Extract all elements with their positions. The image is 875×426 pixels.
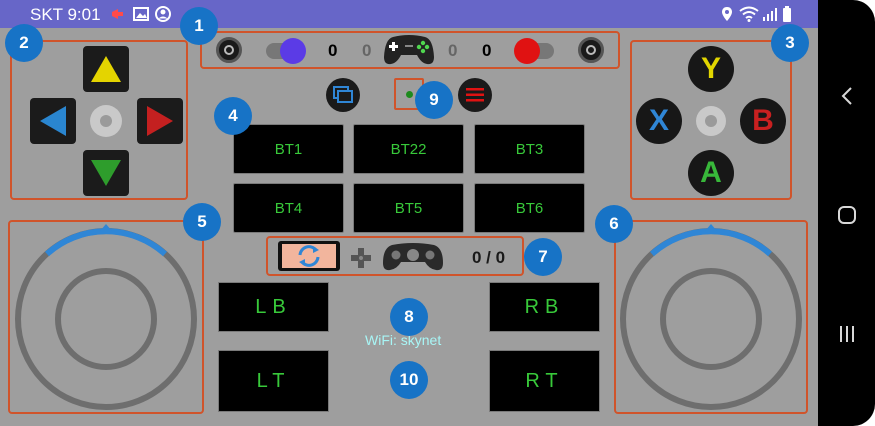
wifi-icon <box>739 6 759 27</box>
dpad-up-button[interactable] <box>83 46 129 92</box>
menu-icon <box>466 88 484 102</box>
recents-button[interactable] <box>818 314 875 354</box>
callout-2: 2 <box>5 24 43 62</box>
right-toggle-knob <box>514 38 540 64</box>
lt-button[interactable]: LT <box>218 350 329 412</box>
dpad-center <box>90 105 122 137</box>
callout-8: 8 <box>390 298 428 336</box>
callout-4: 4 <box>214 97 252 135</box>
recents-icon <box>839 326 854 342</box>
right-count-bold: 0 <box>482 41 492 60</box>
wifi-status-text: WiFi: skynet <box>365 332 442 348</box>
left-joystick[interactable] <box>10 222 202 412</box>
refresh-icon <box>298 245 320 267</box>
location-icon <box>720 6 734 27</box>
right-count-light: 0 <box>448 41 458 60</box>
rt-button[interactable]: RT <box>489 350 600 412</box>
back-button[interactable] <box>818 76 875 116</box>
right-joystick[interactable] <box>616 222 806 412</box>
rb-button[interactable]: RB <box>489 282 600 332</box>
dpad-down-button[interactable] <box>83 150 129 196</box>
gamepad-icon <box>383 31 435 74</box>
callout-7: 7 <box>524 238 562 276</box>
face-buttons-panel: Y X B A <box>630 40 792 200</box>
lb-button[interactable]: LB <box>218 282 329 332</box>
bt6-button[interactable]: BT6 <box>474 183 585 233</box>
bt4-button[interactable]: BT4 <box>233 183 344 233</box>
system-nav-bar <box>818 0 875 426</box>
account-icon <box>155 6 171 27</box>
status-bar: SKT 9:01 <box>0 0 818 28</box>
left-toggle-track[interactable] <box>266 38 306 64</box>
callout-6: 6 <box>595 205 633 243</box>
signal-icon <box>762 6 778 27</box>
home-icon <box>837 206 856 224</box>
battery-icon <box>782 6 792 27</box>
menu-button[interactable] <box>458 78 492 112</box>
left-count-bold: 0 <box>328 41 338 60</box>
top-control-bar: 0 0 0 0 <box>200 31 620 69</box>
left-count-light: 0 <box>362 41 372 60</box>
image-icon <box>133 6 149 27</box>
left-ring-button[interactable] <box>216 37 242 63</box>
left-toggle-knob <box>280 38 306 64</box>
gamepad-app: SKT 9:01 <box>0 0 818 426</box>
b-button[interactable]: B <box>740 98 786 144</box>
megaphone-icon <box>110 6 126 27</box>
x-button[interactable]: X <box>636 98 682 144</box>
right-joystick-panel <box>614 220 808 414</box>
callout-3: 3 <box>771 24 809 62</box>
home-button[interactable] <box>818 195 875 235</box>
bt22-button[interactable]: BT22 <box>353 124 464 174</box>
dpad-panel <box>10 40 188 200</box>
controller-outline-icon <box>382 241 444 278</box>
back-chevron-icon <box>841 87 852 105</box>
windows-icon <box>333 86 353 103</box>
counter-value: 0 / 0 <box>472 248 506 267</box>
right-ring-button[interactable] <box>578 37 604 63</box>
refresh-button[interactable] <box>278 241 340 271</box>
bt5-button[interactable]: BT5 <box>353 183 464 233</box>
left-joystick-panel <box>8 220 204 414</box>
callout-5: 5 <box>183 203 221 241</box>
dpad-left-button[interactable] <box>30 98 76 144</box>
callout-1: 1 <box>180 7 218 45</box>
y-button[interactable]: Y <box>688 46 734 92</box>
dpad-right-button[interactable] <box>137 98 183 144</box>
counter-bar: 0 / 0 <box>266 236 524 276</box>
window-switch-button[interactable] <box>326 78 360 112</box>
right-toggle-track[interactable] <box>514 38 554 64</box>
bt3-button[interactable]: BT3 <box>474 124 585 174</box>
callout-10: 10 <box>390 361 428 399</box>
callout-9: 9 <box>415 81 453 119</box>
a-button[interactable]: A <box>688 150 734 196</box>
dpad-small-icon <box>350 247 372 274</box>
status-carrier-time: SKT 9:01 <box>30 5 101 24</box>
face-center <box>696 106 726 136</box>
green-dot-icon <box>406 91 413 98</box>
bt1-button[interactable]: BT1 <box>233 124 344 174</box>
